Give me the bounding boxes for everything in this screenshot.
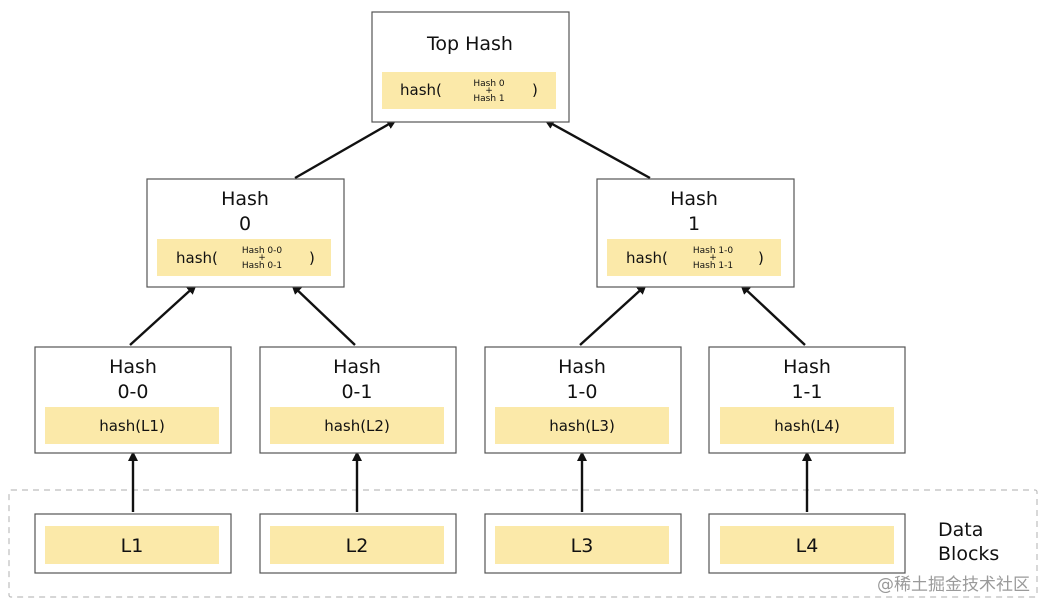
leaf-l2-label: L2 — [346, 535, 369, 557]
leaf-l4: L4 — [708, 513, 906, 574]
node-hash-1-0-title: Hash — [558, 356, 606, 378]
edge-h1-top — [544, 118, 651, 180]
node-hash-0-0-highlight — [45, 407, 219, 444]
node-hash-1-title: Hash — [670, 188, 718, 210]
node-hash-0-title: Hash — [221, 188, 269, 210]
node-hash-1-arg-a: Hash 1-0 — [693, 246, 734, 256]
leaf-l1-label: L1 — [121, 535, 144, 557]
node-hash-0-plus: + — [258, 253, 266, 263]
node-hash-0-0: Hash 0-0 hash(L1) — [34, 346, 232, 454]
node-hash-0-fn-open: hash( — [176, 249, 218, 267]
node-hash-0-1-subtitle: 0-1 — [341, 381, 372, 403]
watermark: @稀土掘金技术社区 — [877, 575, 1030, 595]
edge-h0-top — [294, 118, 397, 180]
node-top-hash-arg-b: Hash 1 — [473, 94, 504, 104]
node-hash-1-highlight — [607, 239, 781, 276]
data-blocks-region — [8, 489, 1038, 598]
edge-h01-h0 — [291, 284, 356, 346]
node-hash-0: Hash 0 hash( Hash 0-0 + Hash 0-1 ) — [146, 178, 345, 288]
node-hash-0-highlight — [157, 239, 331, 276]
node-hash-0-0-subtitle: 0-0 — [117, 381, 148, 403]
node-hash-1-arg-b: Hash 1-1 — [693, 261, 733, 271]
node-hash-1-fn-close: ) — [758, 249, 764, 267]
node-hash-1-0-highlight — [495, 407, 669, 444]
data-blocks-label-line1: Data — [938, 519, 983, 541]
edge-h10-h1 — [579, 284, 647, 346]
node-hash-1-subtitle: 1 — [688, 213, 700, 235]
leaf-l4-label: L4 — [796, 535, 819, 557]
node-top-hash-fn-open: hash( — [400, 81, 442, 99]
node-hash-1-plus: + — [709, 253, 717, 263]
leaf-l2: L2 — [259, 513, 457, 574]
node-hash-0-fn-close: ) — [309, 249, 315, 267]
node-top-hash-title: Top Hash — [426, 33, 513, 55]
leaf-l3: L3 — [484, 513, 682, 574]
leaf-l3-label: L3 — [571, 535, 594, 557]
edge-h00-h0 — [129, 284, 197, 346]
node-hash-0-1-highlight — [270, 407, 444, 444]
node-hash-0-arg-b: Hash 0-1 — [242, 261, 282, 271]
leaf-l1: L1 — [34, 513, 232, 574]
leaf-l3-highlight — [495, 526, 669, 564]
node-top-hash-arg-a: Hash 0 — [473, 79, 505, 89]
node-hash-1-1-highlight — [720, 407, 894, 444]
node-hash-0-0-title: Hash — [109, 356, 157, 378]
edge-h11-h1 — [740, 284, 806, 346]
node-hash-1-0-subtitle: 1-0 — [566, 381, 597, 403]
node-hash-0-arg-a: Hash 0-0 — [242, 246, 283, 256]
node-top-hash-plus: + — [485, 86, 493, 96]
node-hash-0-subtitle: 0 — [239, 213, 251, 235]
node-hash-0-1-fn: hash(L2) — [324, 417, 390, 435]
node-hash-1-1-fn: hash(L4) — [774, 417, 840, 435]
node-hash-1: Hash 1 hash( Hash 1-0 + Hash 1-1 ) — [596, 178, 795, 288]
leaf-l1-highlight — [45, 526, 219, 564]
node-hash-1-0: Hash 1-0 hash(L3) — [484, 346, 682, 454]
node-top-hash-fn-close: ) — [532, 81, 538, 99]
node-hash-0-0-fn: hash(L1) — [99, 417, 165, 435]
node-hash-1-1-title: Hash — [783, 356, 831, 378]
edges — [128, 118, 812, 512]
node-hash-1-0-fn: hash(L3) — [549, 417, 615, 435]
leaf-l4-highlight — [720, 526, 894, 564]
node-hash-0-1-title: Hash — [333, 356, 381, 378]
data-blocks-label-line2: Blocks — [938, 543, 999, 565]
node-hash-0-1: Hash 0-1 hash(L2) — [259, 346, 457, 454]
node-hash-1-1-subtitle: 1-1 — [791, 381, 822, 403]
node-hash-1-1: Hash 1-1 hash(L4) — [708, 346, 906, 454]
node-top-hash: Top Hash hash( Hash 0 + Hash 1 ) — [371, 11, 570, 123]
node-top-hash-highlight — [382, 72, 556, 109]
node-hash-1-fn-open: hash( — [626, 249, 668, 267]
leaf-l2-highlight — [270, 526, 444, 564]
